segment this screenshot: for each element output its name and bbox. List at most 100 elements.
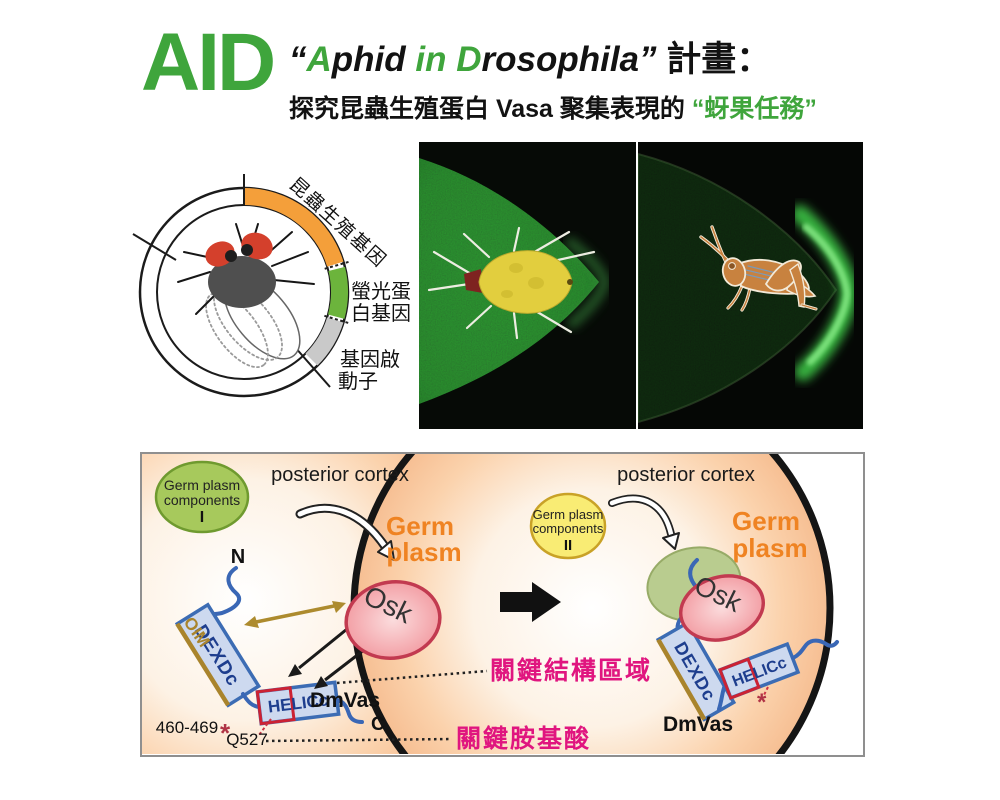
fly-pupil-right [241, 244, 253, 256]
germ-plasm-label-left-2: plasm [386, 537, 461, 567]
quote-open: “ [289, 40, 307, 79]
q527-tick-right [761, 686, 769, 700]
arrowhead [288, 664, 302, 677]
letter-d: D [456, 40, 482, 79]
label-promoter-2: 動子 [338, 370, 378, 393]
oim-osk-arrowhead [332, 601, 346, 613]
dmvas-label-left: DmVas [310, 689, 380, 712]
arc-separator-2 [324, 314, 349, 324]
germ-plasm-label-right-1: Germ [732, 506, 800, 536]
word-in: in [415, 40, 447, 79]
domain-linker-left [241, 692, 261, 709]
grasshopper-hind-tibia [789, 262, 806, 308]
components-2-line1: Germ plasm [533, 507, 604, 522]
region-460-469-label: 460-469 [156, 718, 218, 737]
germ-plasm-components-1-ellipse [154, 460, 250, 534]
plasmid-diagram: 昆蟲生殖基因 螢光蛋 白基因 基因啟 動子 [132, 173, 411, 398]
grasshopper-antenna [711, 226, 727, 263]
grasshopper-front-legs [727, 285, 751, 311]
oim-osk-arrowhead [244, 616, 259, 628]
subtitle-highlight: “蚜果任務” [691, 95, 817, 123]
arc-fluorescent-gene [327, 266, 348, 319]
aphid-body [478, 250, 573, 314]
word-phid: phid [331, 40, 416, 79]
q527-tick [258, 718, 272, 736]
asterisk-left: * [220, 718, 231, 748]
germ-plasm-label-left-1: Germ [386, 511, 454, 541]
aphid-marking [501, 290, 513, 298]
label-promoter-1: 基因啟 [340, 348, 400, 371]
c-terminal-chain [335, 698, 364, 724]
aphid-illustration [427, 226, 596, 340]
grasshopper-foot [801, 304, 817, 310]
helicc-osk-arrow-1 [298, 623, 353, 670]
aphid-marking [509, 263, 523, 273]
mechanism-diagram: posterior cortex Germ plasm components I… [140, 452, 865, 757]
asterisk-right: * [757, 689, 767, 716]
components-2-numeral: II [564, 537, 572, 554]
label-fluor-2: 白基因 [351, 302, 411, 325]
n-terminus-label: N [231, 546, 245, 568]
arc-promoter [305, 317, 344, 366]
leader-structure [336, 669, 488, 685]
grasshopper-eye [728, 262, 736, 270]
osk-ellipse-left [344, 580, 442, 660]
components-1-numeral: I [200, 509, 204, 526]
aphid-marking [528, 277, 544, 289]
recruit-arrow-left-head [377, 540, 395, 561]
tick-upper-left [132, 233, 177, 261]
arc-germ-gene [243, 188, 344, 267]
aphid-cauda [567, 279, 573, 285]
components-1-line2: components [164, 492, 240, 508]
title-block: “Aphid in Drosophila” 計畫： 探究昆蟲生殖蛋白 Vasa … [289, 31, 817, 125]
recruit-arrow-right-head [662, 532, 680, 550]
components-2-line2: components [533, 521, 604, 536]
transition-arrow [500, 582, 561, 622]
fly-pupil-left [225, 250, 237, 262]
helicc-region-460-469 [255, 686, 296, 726]
helicc-domain-left: HELICc [255, 680, 341, 726]
oim-edge [656, 638, 707, 721]
fly-body [208, 256, 276, 308]
posterior-crescent-core [802, 223, 851, 366]
q527-label: Q527 [226, 730, 268, 749]
micrograph-aphid-embryo [419, 142, 636, 429]
quote-close: ” [639, 40, 657, 79]
c-terminus-label: C [371, 714, 385, 735]
grasshopper-illustration [699, 225, 818, 312]
osk-ellipse-right [678, 574, 766, 642]
c-terminal-chain-right [791, 638, 839, 660]
title-line1: “Aphid in Drosophila” 計畫： [289, 31, 817, 82]
fly-illustration [177, 223, 315, 369]
domain-linker-right [717, 683, 727, 711]
aphid-head [464, 269, 483, 293]
micrograph-grasshopper-embryo [638, 142, 863, 429]
callout-amino: 關鍵胺基酸 [456, 724, 591, 753]
posterior-cortex-label-left: posterior cortex [271, 464, 409, 486]
title-line2: 探究昆蟲生殖蛋白 Vasa 聚集表現的 “蚜果任務” [289, 89, 817, 125]
arrowhead [314, 676, 328, 689]
label-fluor-1: 螢光蛋 [351, 280, 411, 303]
fly-wing-dotted-2 [205, 291, 269, 369]
germ-plasm-components-2-ellipse [529, 492, 607, 560]
space [446, 40, 456, 79]
recruit-arrow-right [609, 496, 674, 537]
callout-structure: 關鍵結構區域 [490, 656, 652, 685]
dmvas-label-right: DmVas [663, 713, 733, 736]
posterior-cortex-label-right: posterior cortex [617, 464, 755, 486]
germ-plasm-label-right-2: plasm [732, 533, 807, 563]
arc-separator-1 [324, 260, 349, 270]
helicc-region [718, 657, 761, 700]
oim-osk-arrow [255, 604, 335, 624]
oim-edge [175, 622, 231, 707]
word-rosophila: rosophila [481, 40, 640, 79]
tick-lower-right [293, 345, 331, 388]
aphid-legs [427, 226, 596, 340]
title-cjk: 計畫： [656, 40, 772, 79]
recruit-arrow-left [297, 505, 389, 551]
aid-logo: AID [141, 17, 276, 108]
leader-amino [265, 737, 453, 743]
letter-a: A [306, 40, 332, 79]
subtitle-text: 探究昆蟲生殖蛋白 Vasa 聚集表現的 [289, 95, 692, 123]
